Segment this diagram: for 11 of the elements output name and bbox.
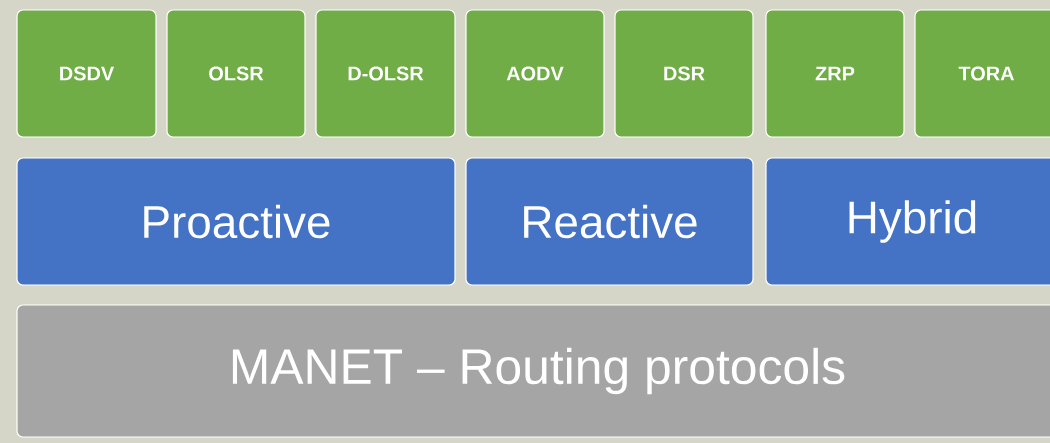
protocol-box: DSR [614,9,754,138]
category-box: Reactive [465,157,754,286]
protocol-box: TORA [914,9,1050,138]
protocol-box: ZRP [765,9,905,138]
protocol-box: AODV [465,9,605,138]
protocol-box: DSDV [16,9,157,138]
root-box: MANET – Routing protocols [16,304,1050,438]
category-box: Hybrid [765,157,1050,286]
protocol-box: D-OLSR [315,9,456,138]
protocol-box: OLSR [166,9,306,138]
category-box: Proactive [16,157,456,286]
